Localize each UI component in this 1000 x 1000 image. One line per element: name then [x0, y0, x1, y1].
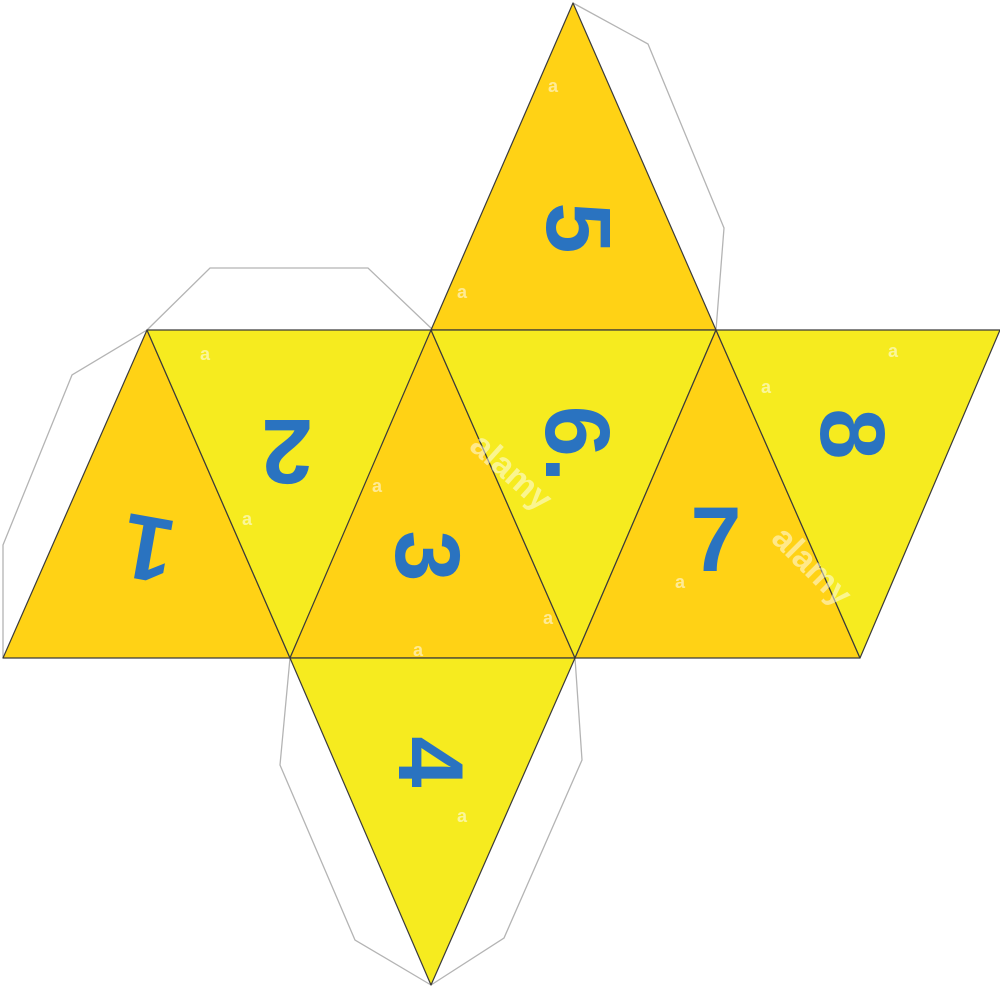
watermark-mark: a [761, 377, 772, 397]
watermark-mark: a [413, 640, 424, 660]
face-5-triangle [430, 2, 717, 331]
face-8-triangle [715, 329, 1000, 659]
glue-tab-face-4-right [430, 657, 583, 986]
face-number-7: 7 [690, 489, 741, 591]
face-number-4: 4 [379, 736, 481, 787]
glue-tab-face-4 [279, 657, 432, 986]
watermark-mark: a [548, 76, 559, 96]
watermark-mark: a [888, 341, 899, 361]
glue-tab-face-1 [2, 329, 148, 658]
face-number-2: 2 [261, 400, 312, 502]
face-number-6: 6. [526, 406, 628, 483]
watermark-mark: a [543, 608, 554, 628]
watermark-mark: a [372, 476, 383, 496]
watermark-mark: a [200, 344, 211, 364]
face-number-8: 8 [801, 408, 903, 459]
watermark-mark: a [675, 572, 686, 592]
glue-tabs [2, 2, 725, 986]
watermark-mark: a [457, 806, 468, 826]
face-number-5: 5 [527, 202, 629, 253]
glue-tab-face-2 [146, 267, 434, 331]
glue-tab-face-5 [572, 2, 725, 331]
face-number-3: 3 [376, 530, 478, 581]
watermark-mark: a [457, 282, 468, 302]
face-4-triangle [289, 657, 576, 986]
watermark-mark: a [242, 509, 253, 529]
